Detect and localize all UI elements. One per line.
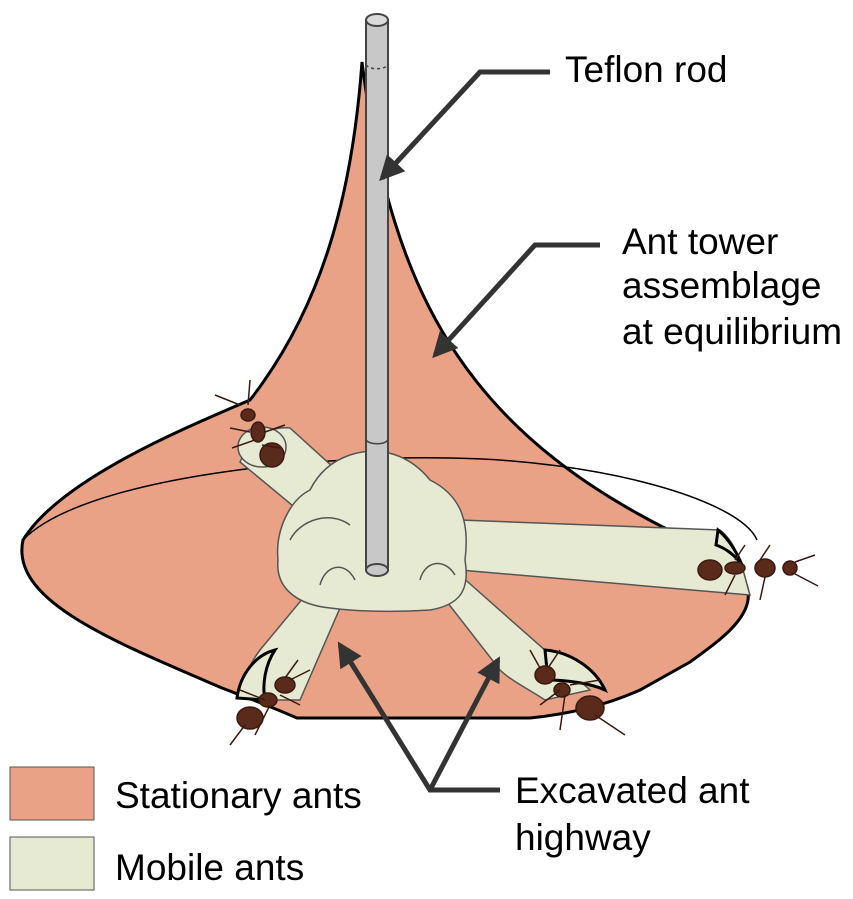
label-tower-line2: assemblage (622, 265, 822, 306)
arrow-teflon-rod (382, 72, 550, 178)
teflon-rod (366, 14, 388, 576)
legend-label-stationary: Stationary ants (115, 775, 362, 816)
legend-label-mobile: Mobile ants (115, 847, 304, 888)
legend: Stationary ants Mobile ants (10, 767, 362, 890)
label-highway-line1: Excavated ant (515, 770, 750, 811)
label-tower-line1: Ant tower (622, 221, 778, 262)
arrow-ant-tower (435, 245, 600, 355)
label-highway-line2: highway (515, 817, 651, 858)
legend-swatch-stationary (10, 767, 94, 820)
label-tower-line3: at equilibrium (622, 311, 842, 352)
legend-swatch-mobile (10, 837, 94, 890)
label-teflon-rod: Teflon rod (565, 49, 728, 90)
